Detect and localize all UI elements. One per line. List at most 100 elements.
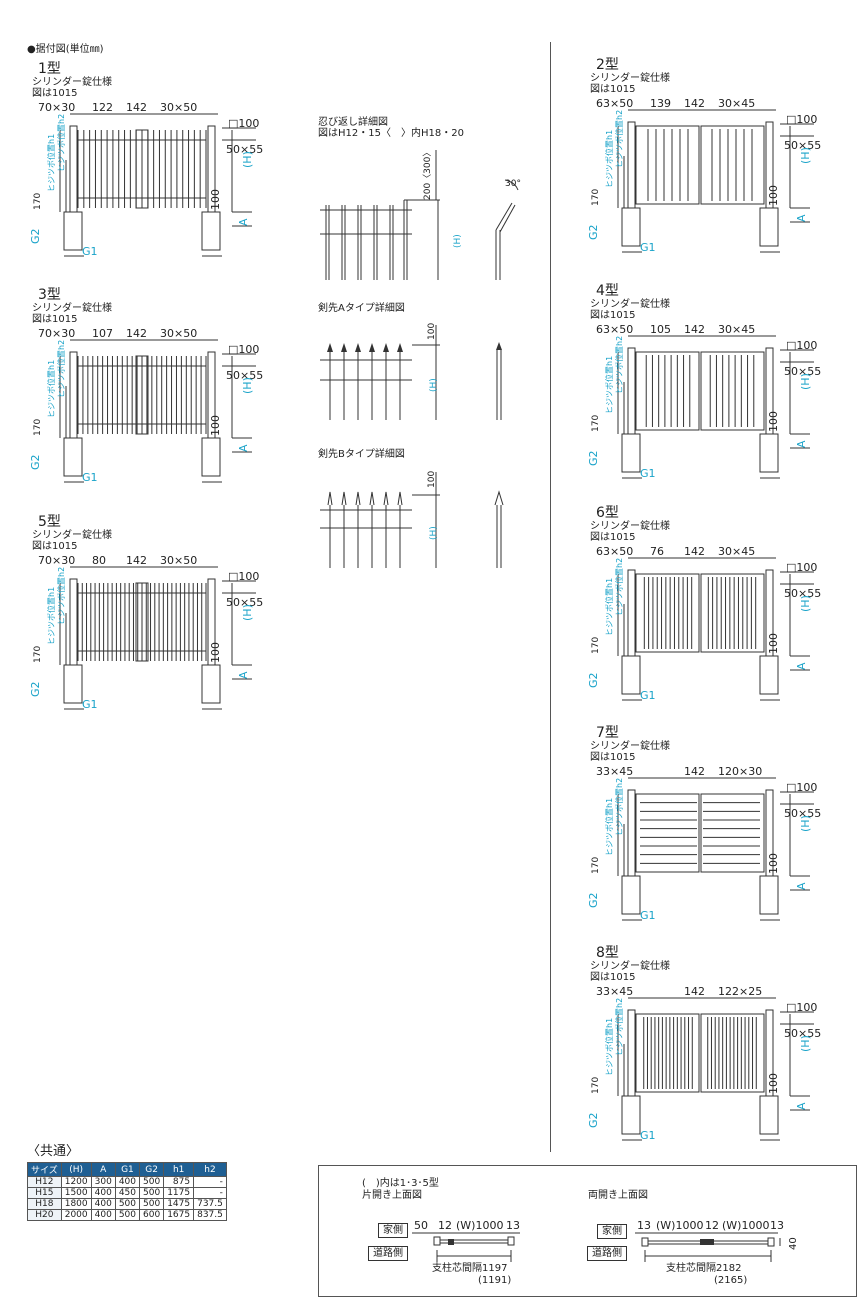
- left-foundation: [621, 655, 641, 695]
- d-w2: (W)1000: [722, 1219, 770, 1232]
- dim-center: 142: [684, 985, 705, 998]
- dim-bar: 30×45: [718, 97, 756, 110]
- table-header: h1: [163, 1162, 195, 1177]
- d-d2: 12: [705, 1219, 719, 1232]
- d-d1: 13: [637, 1219, 651, 1232]
- single-house-label: 家側: [378, 1223, 408, 1238]
- dim-frame: 33×45: [596, 985, 634, 998]
- right-foundation: [759, 1095, 779, 1135]
- gate-drawing: [59, 566, 256, 710]
- dim-pitch: 105: [650, 323, 671, 336]
- table-cell: H18: [27, 1198, 62, 1210]
- gate-size: 図は1015: [590, 532, 636, 543]
- dim-frame: 63×50: [596, 323, 634, 336]
- dim-frame: 70×30: [38, 554, 76, 567]
- dim-sq: □100: [786, 561, 818, 574]
- right-foundation: [201, 437, 221, 477]
- dim-center: 142: [684, 545, 705, 558]
- gate-spec: シリンダー錠仕様: [590, 73, 670, 84]
- gate-title: 6型: [596, 505, 619, 521]
- gate-size: 図は1015: [32, 88, 78, 99]
- dim-bar: 122×25: [718, 985, 763, 998]
- gate-size: 図は1015: [32, 541, 78, 552]
- dim-post: 50×55: [784, 1027, 822, 1040]
- dim-post: 50×55: [226, 369, 264, 382]
- dim-frame: 70×30: [38, 327, 76, 340]
- double-house-label: 家側: [597, 1224, 627, 1239]
- double-plan-title: 両開き上面図: [588, 1190, 648, 1201]
- gate-drawing: [617, 997, 814, 1141]
- plan-note: ( )内は1･3･5型: [362, 1178, 439, 1189]
- gate-size: 図は1015: [32, 314, 78, 325]
- dim-post: 50×55: [784, 365, 822, 378]
- gate-drawing: [617, 557, 814, 701]
- s-pitch: 支柱芯間隔1197: [432, 1263, 508, 1274]
- table-header: G1: [114, 1162, 141, 1177]
- dim-pitch: 80: [92, 554, 106, 567]
- dim-bar: 30×50: [160, 327, 198, 340]
- gate-size: 図は1015: [590, 752, 636, 763]
- gate-spec: シリンダー錠仕様: [590, 521, 670, 532]
- gate-drawing: [617, 109, 814, 253]
- gate-spec: シリンダー錠仕様: [32, 530, 112, 541]
- gate-title: 4型: [596, 283, 619, 299]
- dim-frame: 33×45: [596, 765, 634, 778]
- shinobi-note: 図はH12・15〈 〉内H18・20: [318, 128, 464, 139]
- left-foundation: [63, 211, 83, 251]
- table-cell: 837.5: [193, 1209, 227, 1221]
- table-header: サイズ: [27, 1162, 62, 1177]
- dim-sq: □100: [228, 343, 260, 356]
- d-pitch: 支柱芯間隔2182: [666, 1263, 742, 1274]
- dim-bar: 120×30: [718, 765, 763, 778]
- dim-sq: □100: [786, 113, 818, 126]
- spear-a-title: 剣先Aタイプ詳細図: [318, 303, 405, 314]
- d-w1: (W)1000: [656, 1219, 704, 1232]
- s-pitch2: (1191): [478, 1275, 512, 1286]
- table-cell: 500: [114, 1209, 141, 1221]
- page-header: ●据付図(単位㎜): [27, 44, 104, 55]
- s-d2: 12: [438, 1219, 452, 1232]
- dim-post: 50×55: [784, 587, 822, 600]
- gate-drawing: [617, 335, 814, 479]
- gate-title: 7型: [596, 725, 619, 741]
- left-foundation: [621, 1095, 641, 1135]
- right-foundation: [759, 875, 779, 915]
- dim-g1: G1: [82, 471, 98, 484]
- dim-sq: □100: [786, 1001, 818, 1014]
- d-d3: 13: [770, 1219, 784, 1232]
- gate-title: 1型: [38, 61, 61, 77]
- shinobi-angle: 30°: [505, 179, 521, 189]
- dim-bar: 30×50: [160, 554, 198, 567]
- gate-title: 2型: [596, 57, 619, 73]
- gate-spec: シリンダー錠仕様: [590, 741, 670, 752]
- table-cell: 1675: [163, 1209, 195, 1221]
- single-plan-title: 片開き上面図: [362, 1190, 422, 1201]
- gate-spec: シリンダー錠仕様: [590, 961, 670, 972]
- dim-sq: □100: [228, 570, 260, 583]
- dim-bar: 30×45: [718, 323, 756, 336]
- d-40: 40: [788, 1237, 799, 1250]
- dim-center: 142: [126, 554, 147, 567]
- right-foundation: [201, 211, 221, 251]
- gate-size: 図は1015: [590, 84, 636, 95]
- gate-drawing: [59, 113, 256, 257]
- gate-spec: シリンダー錠仕様: [32, 77, 112, 88]
- spear-b-title: 剣先Bタイプ詳細図: [318, 449, 405, 460]
- dim-g1: G1: [640, 909, 656, 922]
- dim-center: 142: [126, 327, 147, 340]
- single-road-label: 道路側: [368, 1246, 408, 1261]
- table-cell: 400: [90, 1209, 116, 1221]
- dim-center: 142: [684, 97, 705, 110]
- gate-title: 5型: [38, 514, 61, 530]
- table-title: 〈共通〉: [27, 1144, 80, 1159]
- left-foundation: [63, 664, 83, 704]
- dim-g1: G1: [82, 245, 98, 258]
- dim-sq: □100: [786, 781, 818, 794]
